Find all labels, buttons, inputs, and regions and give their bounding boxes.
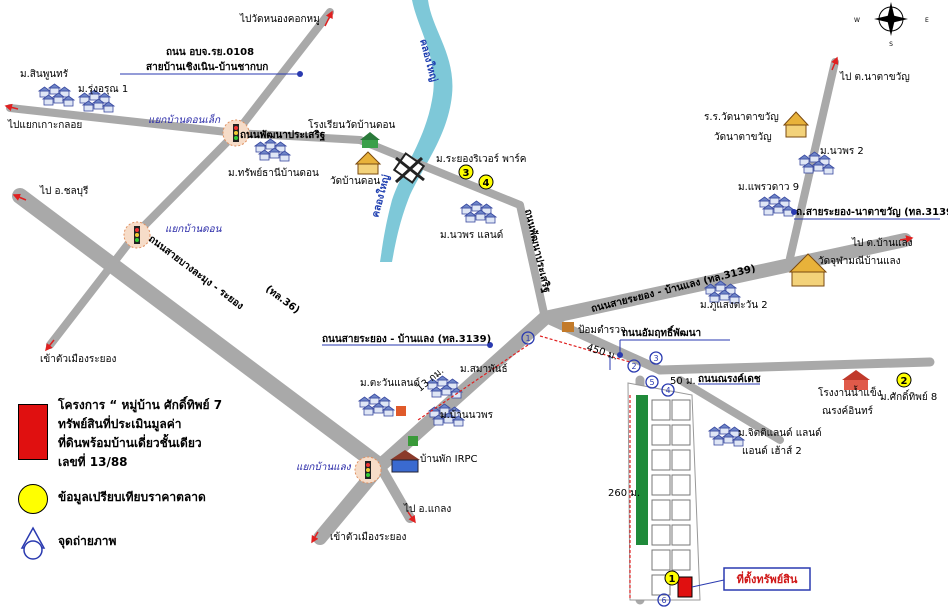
place-label: ม.บ้านนวพร — [440, 409, 494, 421]
store-icon — [408, 436, 418, 446]
place-label: ม.ระยองริเวอร์ พาร์ค — [436, 153, 527, 165]
place-label: ป้อมตำรวจ — [578, 324, 626, 336]
compass-icon: S W E — [854, 2, 929, 48]
road-label: ถนนสายระยอง - บ้านแลง (ทล.3139) — [322, 333, 491, 345]
factory-icon — [842, 370, 870, 390]
bridge-icon — [392, 152, 426, 184]
place-label: ม.ตะวันแลนด์ — [360, 377, 420, 389]
subdivision-block — [627, 382, 701, 601]
place-label: ม.สมาพันธ์ — [460, 363, 508, 375]
legend-project-text: โครงการ “ หมู่บ้าน ศักดิ์ทิพย์ 7 ทรัพย์ส… — [58, 398, 223, 469]
junction-label: แยกบ้านแลง — [296, 461, 352, 473]
place-label: บ้านพัก IRPC — [420, 453, 478, 465]
place-label: ม.จิตติแลนด์ แลนด์ — [738, 427, 822, 439]
svg-text:3: 3 — [653, 354, 658, 363]
svg-text:2: 2 — [901, 376, 908, 387]
direction-arrows — [4, 10, 914, 544]
road-label: ถนนพัฒนาประเสริฐ — [240, 129, 326, 141]
place-label: ม.สินพูนทรั — [20, 69, 69, 80]
house-irpc-icon — [390, 450, 420, 473]
place-label: โรงงานน้ำแข็ง — [818, 385, 882, 399]
place-label: ร.ร.วัดนาตาขวัญ — [704, 112, 779, 123]
junction-label: แยกบ้านดอน — [165, 223, 223, 235]
svg-text:S: S — [889, 41, 893, 48]
place-label: ม.รุ่งอรุณ 1 — [78, 84, 128, 95]
direction-label: ไปแยกเกาะกลอย — [7, 119, 82, 131]
svg-text:1: 1 — [669, 574, 676, 585]
distance-label: 260 ม. — [608, 488, 640, 499]
comparable-marker: 3 — [458, 164, 474, 180]
traffic-light-icon — [354, 456, 382, 484]
svg-text:ที่ตั้งทรัพย์สิน: ที่ตั้งทรัพย์สิน — [737, 571, 798, 586]
direction-label: ไป ต.บ้านแลง — [851, 237, 913, 249]
comparable-circle-icon — [18, 484, 48, 514]
subject-property-plot — [677, 576, 693, 598]
place-label: ม.นวพร แลนด์ — [440, 229, 503, 241]
svg-text:5: 5 — [649, 378, 654, 387]
village-icon — [759, 194, 794, 216]
svg-text:4: 4 — [665, 386, 670, 395]
road-label: (ทล.36) — [263, 284, 301, 317]
svg-text:W: W — [854, 17, 860, 24]
legend-item-comparable: ข้อมูลเปรียบเทียบราคาตลาด — [18, 484, 258, 514]
place-label: ม.นวพร 2 — [820, 146, 864, 157]
village-icon — [39, 84, 74, 106]
comparable-marker: 2 — [896, 372, 912, 388]
place-label: ม.ศักดิ์ทิพย์ 8 — [880, 389, 937, 403]
direction-label: เข้าตัวเมืองระยอง — [330, 531, 406, 543]
legend-item-photo: จุดถ่ายภาพ — [18, 526, 258, 560]
river — [380, 0, 453, 262]
temple-icon — [782, 111, 810, 138]
direction-label: เข้าตัวเมืองระยอง — [40, 353, 116, 365]
subject-property-label: ที่ตั้งทรัพย์สิน — [691, 567, 811, 591]
svg-text:4: 4 — [483, 178, 490, 189]
junction-label: แยกบ้านดอนเล็ก — [148, 113, 221, 126]
place-label: ณรงค์อินทร์ — [822, 405, 874, 417]
village-icon — [359, 394, 394, 416]
legend-photo-text: จุดถ่ายภาพ — [58, 534, 117, 548]
comparable-marker: 4 — [478, 174, 494, 190]
road-label: สายบ้านเชิงเนิน-บ้านชากบก — [146, 61, 268, 73]
legend-item-project: โครงการ “ หมู่บ้าน ศักดิ์ทิพย์ 7 ทรัพย์ส… — [18, 396, 258, 472]
temple-icon — [354, 151, 382, 175]
school-icon — [360, 132, 380, 148]
svg-text:3: 3 — [463, 168, 470, 179]
svg-text:E: E — [925, 17, 929, 24]
direction-label: ไป อ.แกลง — [403, 503, 451, 515]
store-icon — [396, 406, 406, 416]
place-label: วัดจุฬามณีบ้านแลง — [818, 255, 901, 267]
photo-points — [521, 331, 675, 607]
svg-text:6: 6 — [661, 596, 666, 605]
direction-label: ไป อ.ชลบุรี — [39, 185, 89, 197]
photo-point-icon — [20, 526, 46, 560]
legend: โครงการ “ หมู่บ้าน ศักดิ์ทิพย์ 7 ทรัพย์ส… — [18, 396, 258, 572]
svg-text:2: 2 — [631, 362, 636, 371]
temple-icon — [788, 253, 828, 287]
road-label: ถ.สายระยอง-นาตาขวัญ (ทล.3139) — [796, 206, 948, 218]
place-label: โรงเรียนวัดบ้านดอน — [308, 118, 396, 131]
direction-label: ไปวัดหนองคอกหมู — [239, 13, 320, 25]
village-icon — [255, 139, 290, 161]
legend-comparable-text: ข้อมูลเปรียบเทียบราคาตลาด — [58, 490, 206, 504]
comparable-marker: 1 — [664, 570, 680, 586]
place-label: ม.ภูแสงตะวัน 2 — [700, 300, 768, 311]
road-label: ถนน อบจ.รย.0108 — [166, 47, 254, 58]
svg-text:1: 1 — [525, 334, 530, 343]
place-label: ม.ทรัพย์ธานีบ้านดอน — [228, 167, 319, 179]
traffic-light-icon — [123, 221, 151, 249]
police-box-icon — [562, 322, 574, 332]
subject-swatch-icon — [18, 404, 48, 460]
distance-label: 50 ม. — [670, 376, 696, 387]
road-label: ถนนอัมฤทธิ์พัฒนา — [622, 325, 701, 339]
place-label: วัดบ้านดอน — [330, 175, 380, 187]
place-label: วัดนาตาขวัญ — [714, 132, 772, 143]
village-icon — [461, 201, 496, 223]
road-label: ถนนณรงค์เดช — [698, 373, 761, 385]
place-label: แอนด์ เฮ้าส์ 2 — [742, 445, 802, 457]
direction-label: ไป ต.นาตาขวัญ — [839, 71, 910, 83]
place-label: ม.แพรวดาว 9 — [738, 182, 799, 193]
